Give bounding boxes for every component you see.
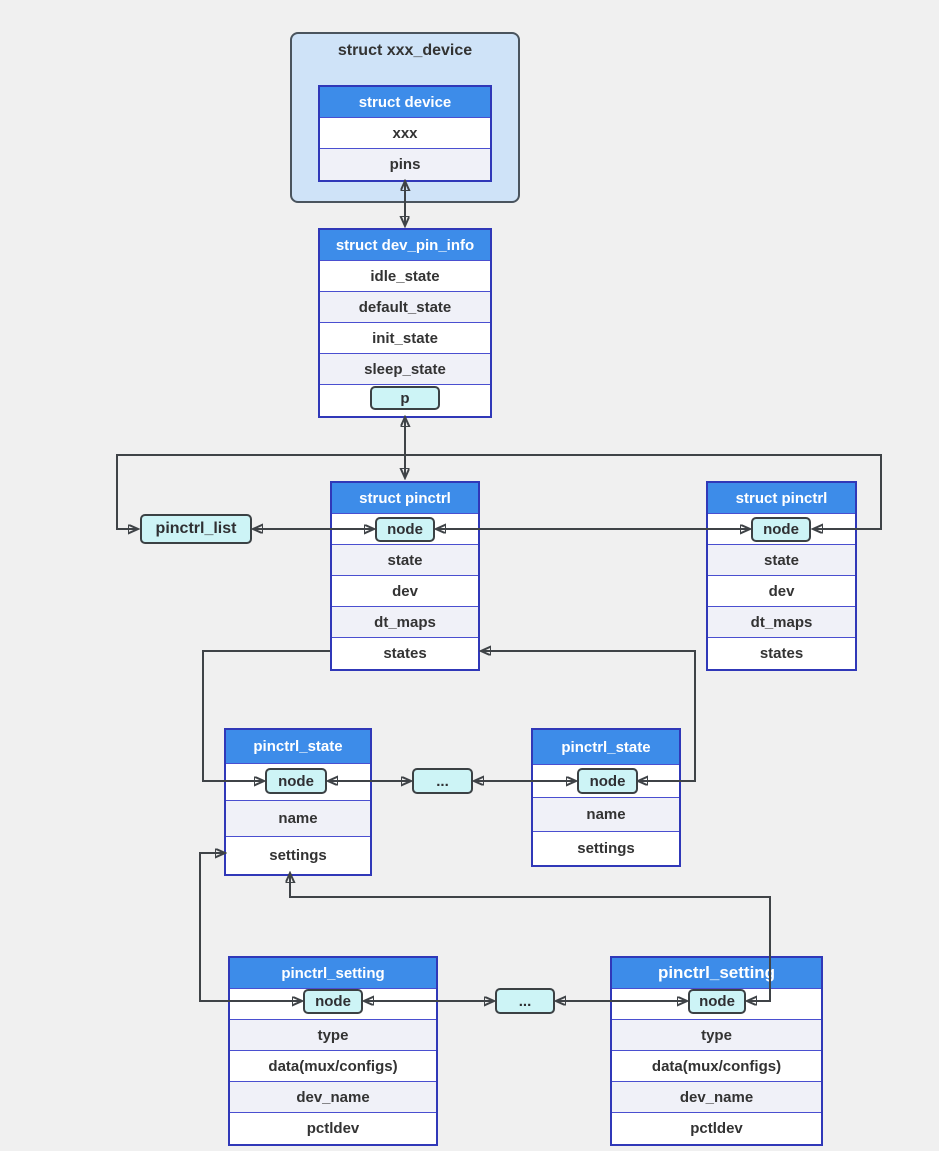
table-row-pinctrl_right-1: state [708, 545, 855, 576]
node-box-pinctrl_left: node [375, 517, 435, 542]
table-row-pinctrl_right-4: states [708, 638, 855, 669]
node-box-setting_left: node [303, 989, 363, 1014]
table-row-pinctrl_right-3: dt_maps [708, 607, 855, 638]
table-header-device: struct device [320, 87, 490, 118]
table-row-pinctrl_left-1: state [332, 545, 478, 576]
table-header-pinctrl_left: struct pinctrl [332, 483, 478, 514]
table-row-device-0: xxx [320, 118, 490, 149]
table-header-state_right: pinctrl_state [533, 730, 679, 765]
node-box-pinctrl_right: node [751, 517, 811, 542]
table-header-pinctrl_right: struct pinctrl [708, 483, 855, 514]
table-row-pinctrl_left-2: dev [332, 576, 478, 607]
table-row-device-1: pins [320, 149, 490, 180]
node-box-state_left: node [265, 768, 327, 794]
table-row-dev_pin_info-0: idle_state [320, 261, 490, 292]
table-header-state_left: pinctrl_state [226, 730, 370, 764]
ellipsis-box-ellipsis_setting: ... [495, 988, 555, 1014]
table-row-setting_right-1: type [612, 1020, 821, 1051]
table-row-setting_left-1: type [230, 1020, 436, 1051]
table-row-pinctrl_left-3: dt_maps [332, 607, 478, 638]
table-header-dev_pin_info: struct dev_pin_info [320, 230, 490, 261]
table-row-setting_left-4: pctldev [230, 1113, 436, 1144]
table-row-setting_right-2: data(mux/configs) [612, 1051, 821, 1082]
table-row-setting_right-3: dev_name [612, 1082, 821, 1113]
table-row-state_right-2: settings [533, 831, 679, 865]
pinctrl-list-box: pinctrl_list [140, 514, 252, 544]
table-header-setting_left: pinctrl_setting [230, 958, 436, 989]
table-row-dev_pin_info-1: default_state [320, 292, 490, 323]
table-row-state_left-1: name [226, 800, 370, 838]
table-row-dev_pin_info-2: init_state [320, 323, 490, 354]
table-row-dev_pin_info-3: sleep_state [320, 354, 490, 385]
table-row-state_left-2: settings [226, 837, 370, 874]
table-row-setting_left-3: dev_name [230, 1082, 436, 1113]
table-row-pinctrl_right-2: dev [708, 576, 855, 607]
table-row-setting_left-2: data(mux/configs) [230, 1051, 436, 1082]
node-box-state_right: node [577, 768, 638, 794]
node-box-setting_right: node [688, 989, 746, 1014]
table-row-pinctrl_left-4: states [332, 638, 478, 669]
node-box-dev_pin_info: p [370, 386, 440, 410]
table-row-state_right-1: name [533, 798, 679, 832]
table-row-setting_right-4: pctldev [612, 1113, 821, 1144]
container-title: struct xxx_device [337, 42, 473, 59]
table-header-setting_right: pinctrl_setting [612, 958, 821, 989]
ellipsis-box-ellipsis_state: ... [412, 768, 473, 794]
